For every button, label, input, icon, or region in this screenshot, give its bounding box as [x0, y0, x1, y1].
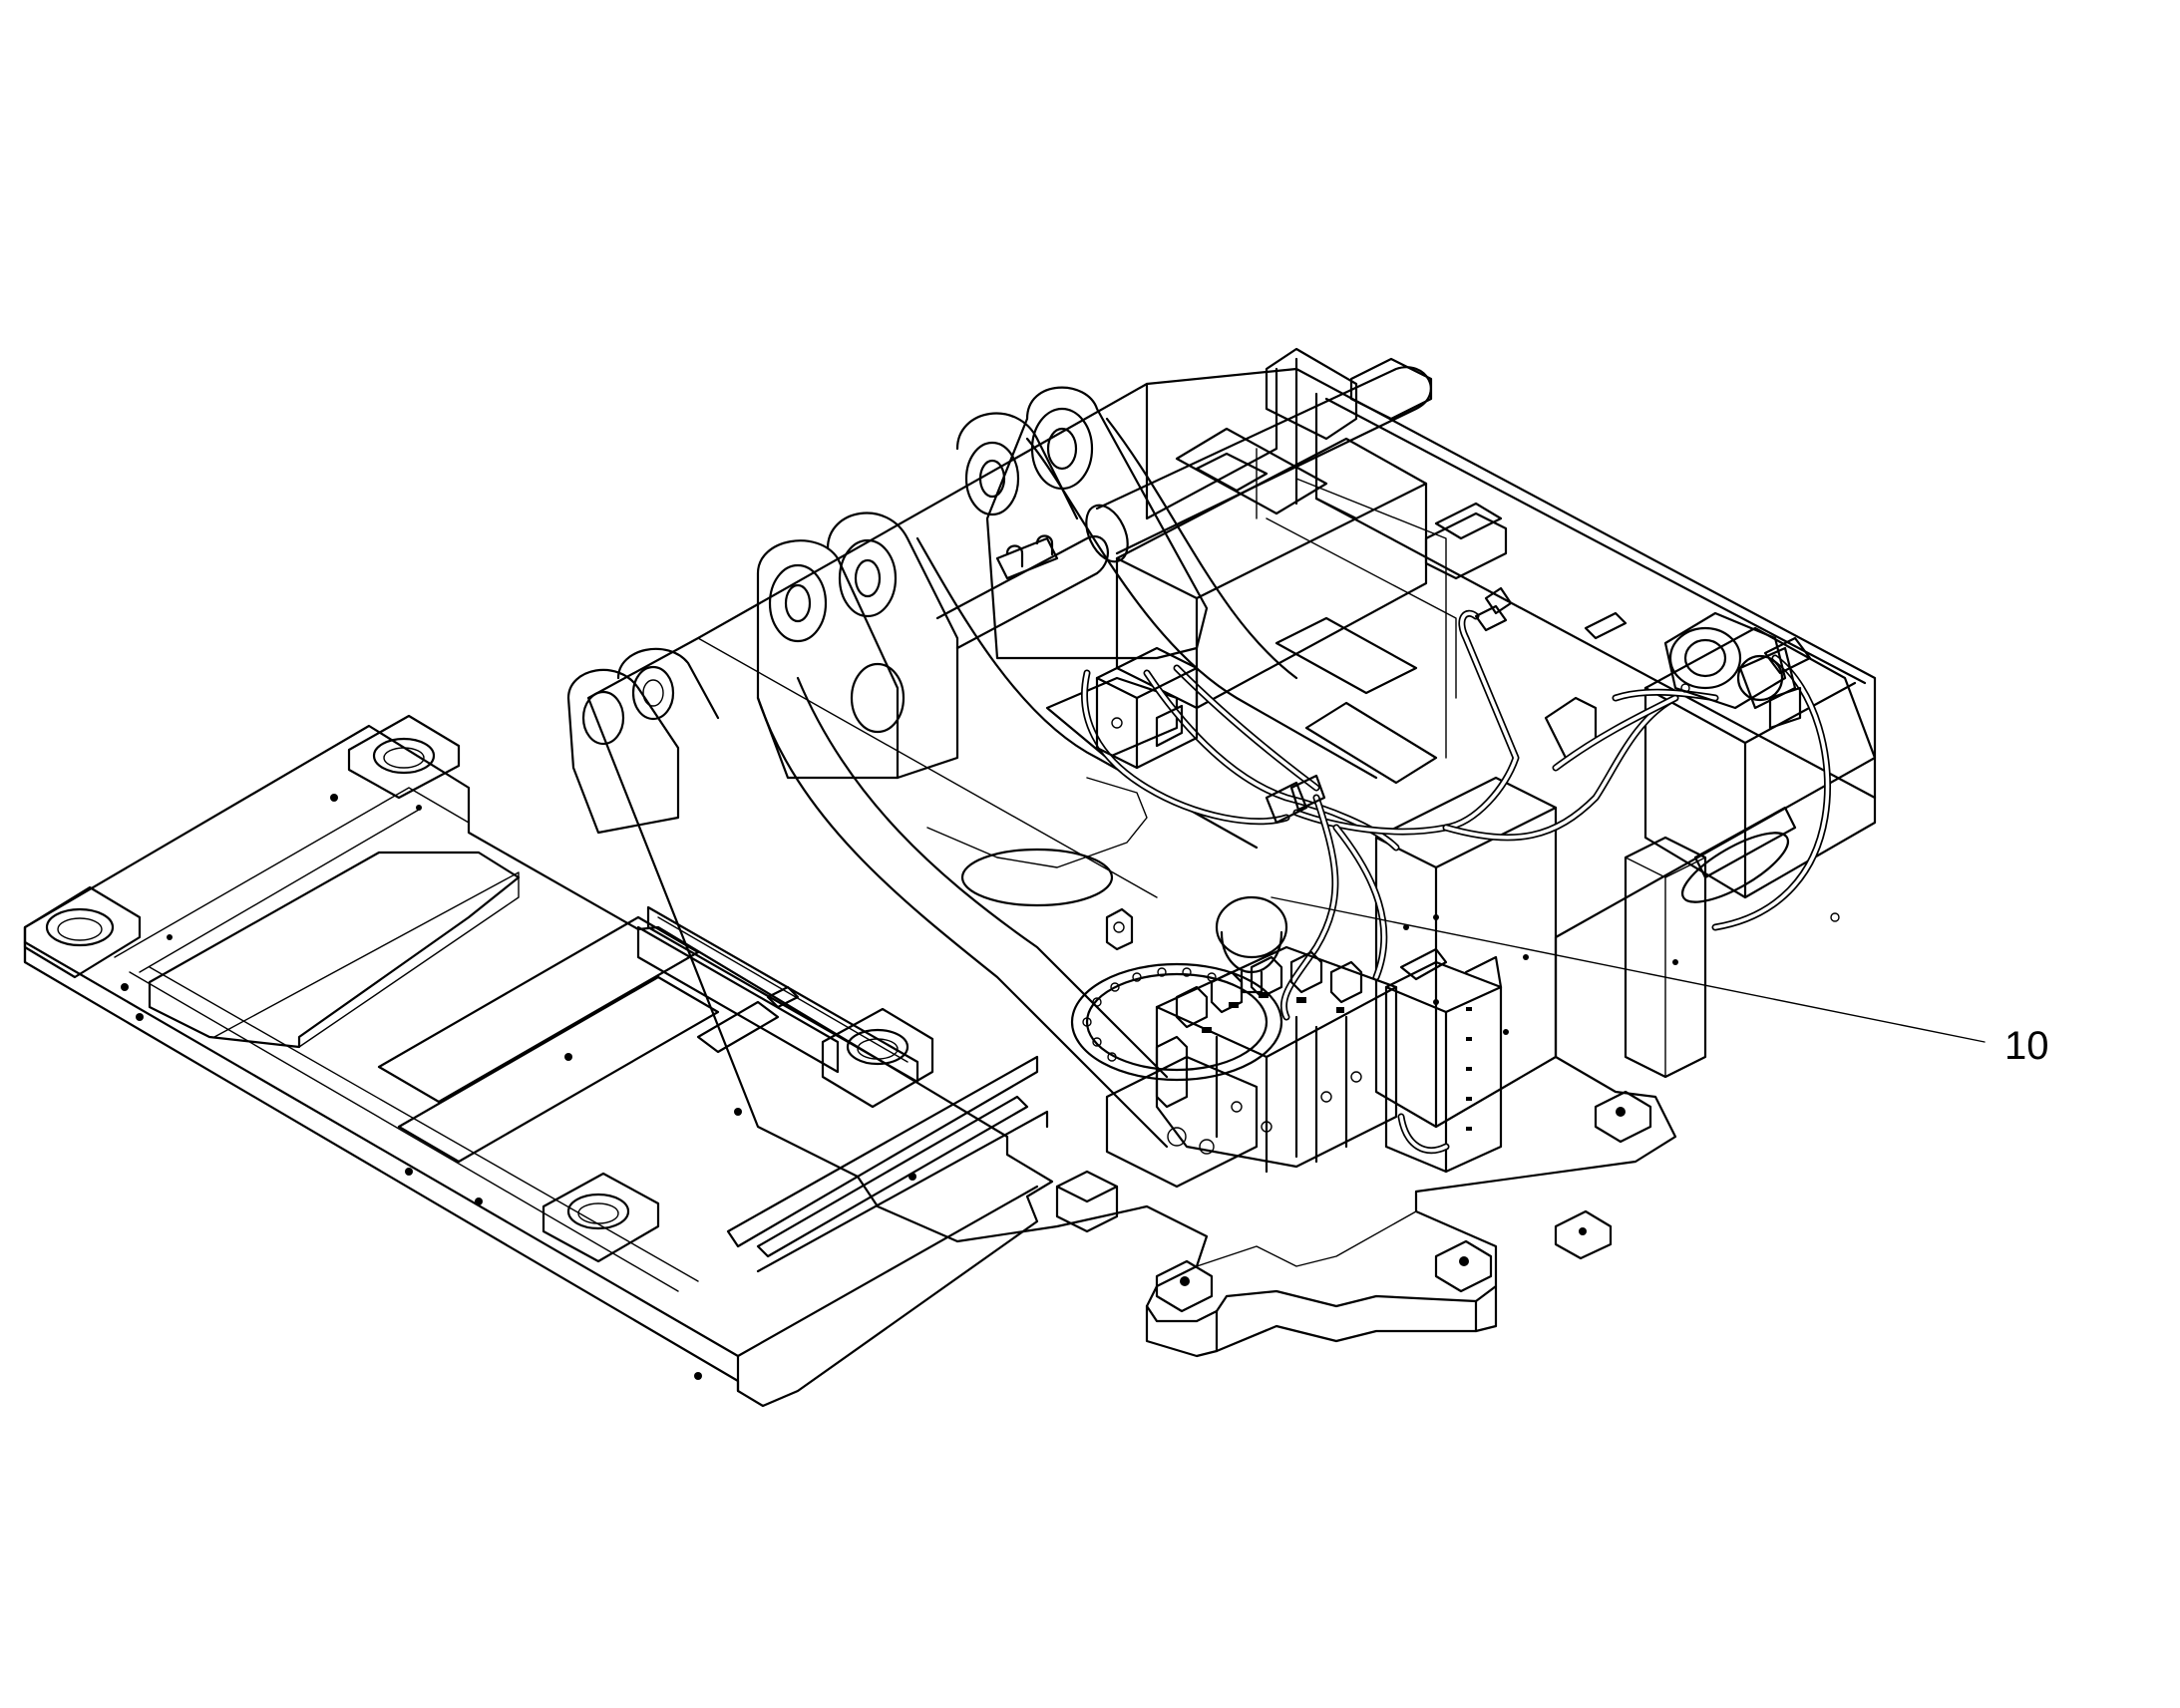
frame-brackets [1055, 914, 1678, 1313]
main-frame [586, 347, 1877, 1358]
boom-pivot-lugs [566, 366, 1432, 1149]
hydraulic-hoses [1081, 586, 1831, 1021]
left-frame-holes [121, 794, 916, 1380]
control-valve-block [1105, 945, 1503, 1189]
hydraulic-pump [1663, 611, 1840, 922]
mount-pad-front-right [821, 1007, 934, 1109]
pilot-valve [1095, 646, 1199, 770]
mount-pad-front-left [542, 1172, 660, 1263]
swing-bearing [1070, 907, 1283, 1082]
left-frame-mount-pads [23, 714, 934, 1263]
callout-10: 10 [1271, 896, 2049, 1068]
callout-leader-line [1271, 896, 1986, 1043]
callout-label: 10 [2004, 1024, 2049, 1068]
mount-pad-rear-right [347, 714, 461, 800]
mount-pad-rear-left [23, 885, 142, 979]
left-frame [23, 724, 1054, 1408]
